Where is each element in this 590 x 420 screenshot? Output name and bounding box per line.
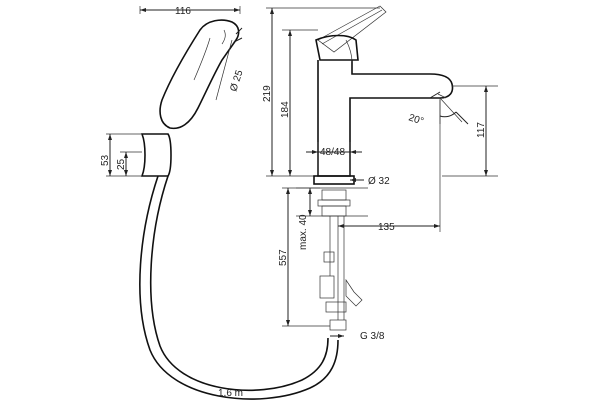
dim-d32-label: Ø 32 [368,176,390,187]
dim-135-label: 135 [378,222,395,233]
dim-48-48: 48/48 [306,142,362,176]
dim-117-label: 117 [476,122,487,138]
dim-116: 116 [139,6,241,17]
hand-shower: Ø 25 [159,19,246,130]
dim-135: 135 [338,100,441,233]
dim-219-label: 219 [262,85,273,102]
dim-25-label: 25 [116,158,127,170]
dim-184-label: 184 [280,101,291,118]
faucet-base: Ø 32 [296,175,390,217]
dim-117: 117 [442,85,498,177]
dim-max40-label: max. 40 [298,214,309,250]
dim-20deg: 20° [407,97,469,128]
dim-557: 557 [278,187,330,327]
dim-53-label: 53 [100,154,111,166]
dim-48-label: 48/48 [320,147,345,158]
dim-d25-label: Ø 25 [228,68,245,92]
holder: 53 25 [100,133,172,177]
dim-max40: max. 40 [298,188,312,250]
dim-g38-label: G 3/8 [360,331,385,342]
dim-219-184: 219 184 [262,7,380,177]
dim-20-label: 20° [407,112,425,127]
dim-116-label: 116 [175,6,191,17]
supply-lines: G 3/8 [319,216,385,342]
dim-557-label: 557 [278,249,289,266]
dim-hose-label: 1,6 m [218,388,243,399]
hose: 1,6 m [139,175,339,400]
faucet-lever [317,5,387,53]
